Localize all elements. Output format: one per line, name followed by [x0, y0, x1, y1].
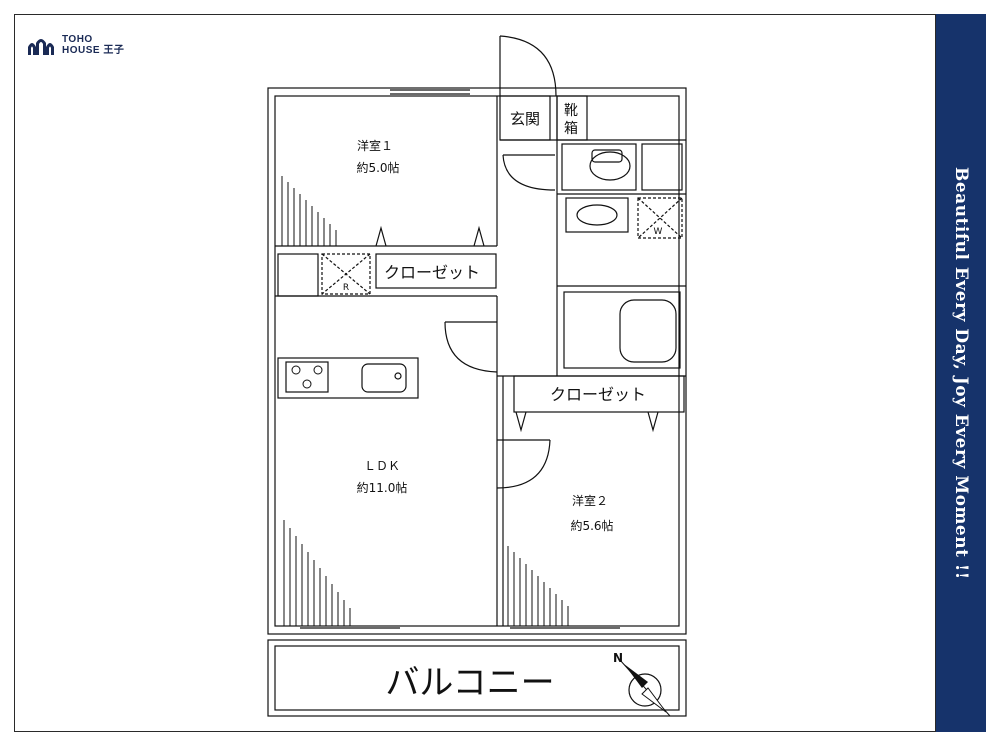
- toilet-room: [561, 143, 637, 191]
- fridge-mark: R: [343, 283, 349, 293]
- room2-door: [496, 439, 551, 489]
- compass-north-label: N: [613, 651, 623, 665]
- entrance-box: [499, 95, 551, 141]
- storage-box: [277, 253, 319, 297]
- room1-name: 洋室１: [357, 138, 393, 153]
- shoe-box-label-2: 箱: [564, 121, 578, 137]
- floor-plan: 洋室１ 約5.0帖 玄関 靴 箱 クローゼット R W クローゼット ＬＤＫ 約…: [267, 35, 687, 717]
- shoe-box: [556, 95, 588, 141]
- door-hatching-room1: [281, 176, 337, 246]
- tagline-text: Beautiful Every Day, Joy Every Moment !!: [951, 166, 971, 580]
- sink: [361, 363, 407, 393]
- brand-line1: TOHO: [62, 34, 93, 45]
- room1-area: 約5.0帖: [356, 160, 399, 175]
- wash-basin: [565, 197, 629, 233]
- brand-logo: TOHO HOUSE 王子: [26, 30, 124, 60]
- entrance-door: [499, 35, 557, 97]
- inner-wall: [274, 95, 680, 627]
- toilet-door: [502, 154, 556, 191]
- page-frame: [14, 14, 936, 732]
- closet2-door-mark-left: [515, 411, 527, 433]
- closet-1-label: クローゼット: [384, 263, 480, 282]
- entrance-label: 玄関: [510, 110, 540, 128]
- closet1-door-mark-left: [375, 225, 387, 247]
- brand-text: TOHO HOUSE 王子: [62, 34, 124, 56]
- closet-1-box: [375, 253, 497, 289]
- toilet-bowl: [589, 151, 631, 181]
- door-hatching-room2: [507, 546, 569, 626]
- stove: [285, 361, 329, 393]
- bathroom: [563, 291, 681, 369]
- washer-space: [637, 197, 683, 239]
- stove-burners: [291, 365, 323, 389]
- bathtub: [619, 299, 677, 363]
- balcony-label: バルコニー: [385, 663, 554, 703]
- balcony: [267, 639, 687, 717]
- ldk-door: [444, 321, 498, 373]
- closet1-door-mark-right: [473, 225, 485, 247]
- outer-wall: [267, 87, 687, 635]
- brand-line2: HOUSE 王子: [62, 45, 125, 56]
- tagline: Beautiful Every Day, Joy Every Moment !!: [936, 14, 986, 732]
- kitchen-counter: [277, 357, 419, 399]
- compass-icon: [619, 659, 671, 717]
- toho-house-logo-icon: [28, 39, 54, 55]
- room2-area: 約5.6帖: [570, 518, 613, 533]
- ldk-area: 約11.0帖: [357, 480, 408, 495]
- room2-name: 洋室２: [572, 493, 608, 508]
- fridge-space: [321, 253, 371, 295]
- door-hatching-ldk: [283, 520, 351, 626]
- shoe-box-label-1: 靴: [564, 103, 578, 119]
- closet2-door-mark-right: [647, 411, 659, 433]
- ldk-name: ＬＤＫ: [364, 459, 400, 473]
- sidebar-band: [936, 14, 986, 732]
- closet-2-label: クローゼット: [550, 385, 646, 404]
- washer-mark: W: [654, 227, 663, 237]
